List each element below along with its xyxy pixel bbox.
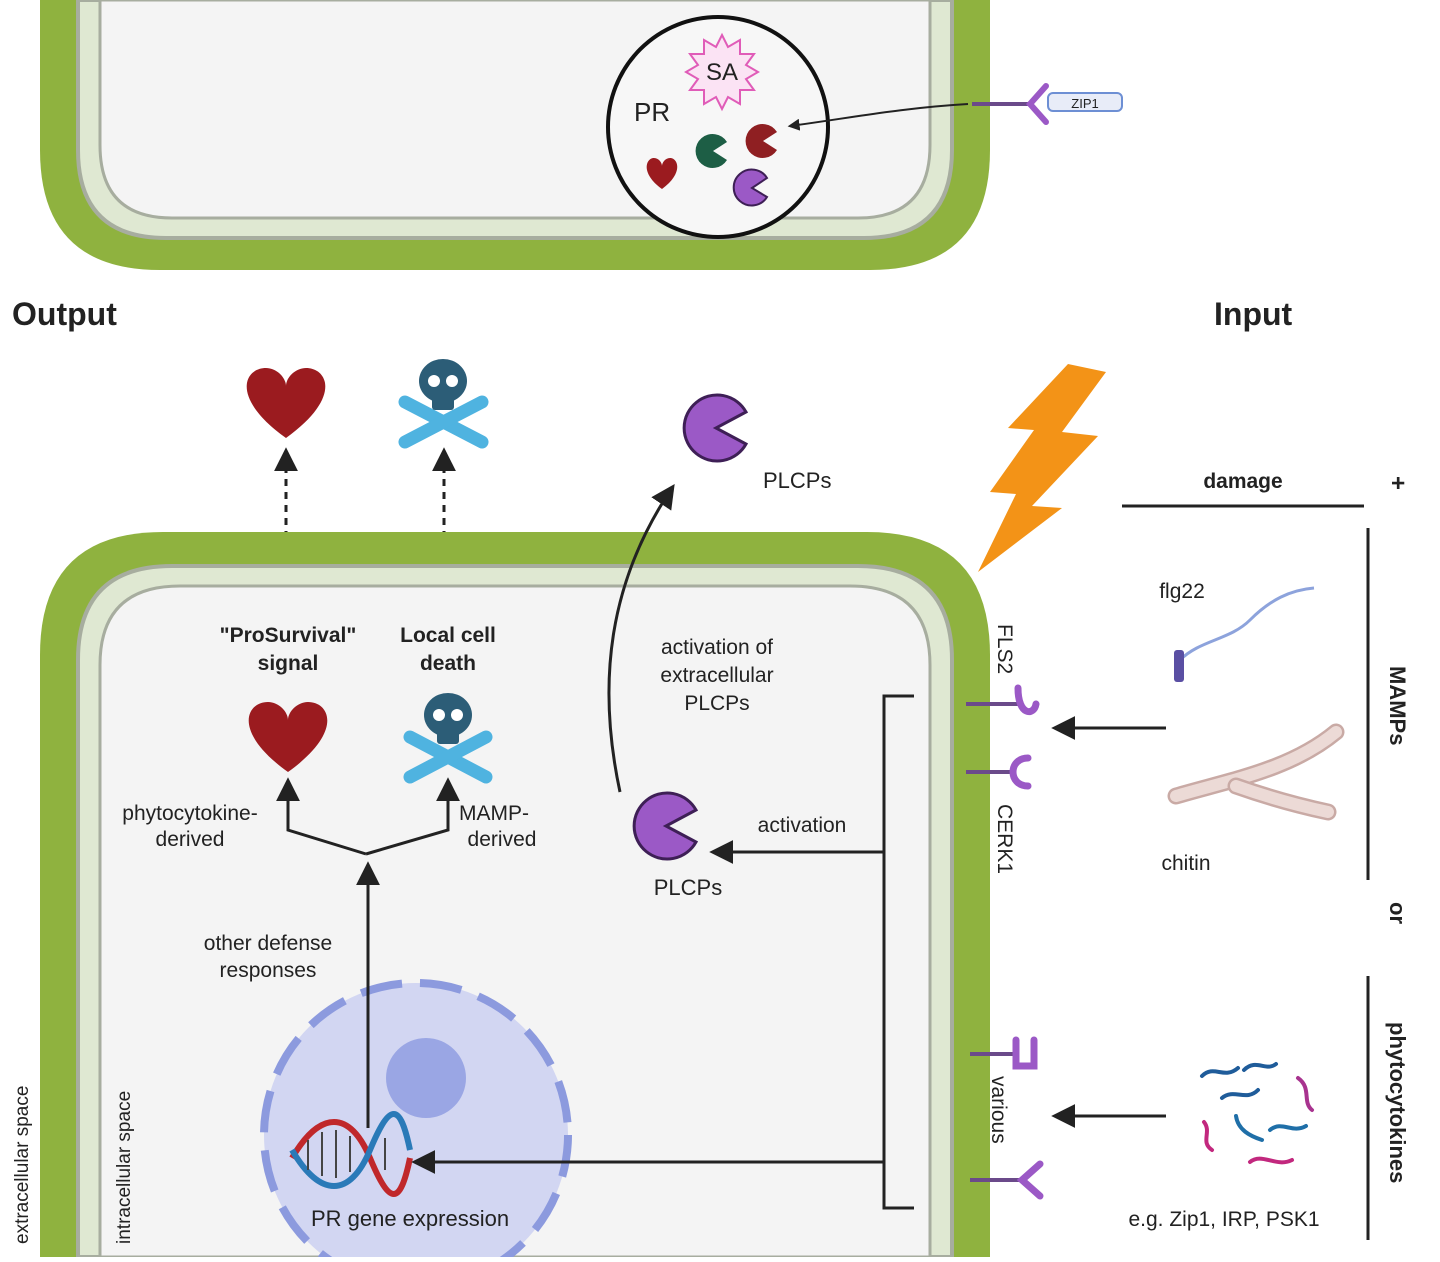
sa-label: SA <box>706 59 738 86</box>
mamp-derived-label-line1: MAMP- <box>459 802 529 825</box>
top-plcp-red-icon <box>745 123 777 158</box>
zip1-tag <box>1047 92 1123 112</box>
cerk1-receptor-icon <box>1009 754 1032 790</box>
cerk1-label: CERK1 <box>993 804 1016 874</box>
prosurvival-label-line2: signal <box>258 652 319 675</box>
output-header: Output <box>12 296 117 332</box>
chitin-label: chitin <box>1161 852 1210 875</box>
phytocytokine-peptides-icon <box>1200 1062 1314 1165</box>
damage-lightning-icon <box>978 364 1106 572</box>
mamp-derived-label-line2: derived <box>468 828 537 851</box>
pr-label: PR <box>634 97 670 127</box>
pr-gene-expression-label: PR gene expression <box>311 1206 509 1231</box>
various-receptor-top-icon <box>1012 1036 1038 1070</box>
fork-to-mamp-arrow <box>365 777 460 856</box>
intracellular-plcp-label: PLCPs <box>654 875 722 900</box>
flg22-label: flg22 <box>1159 580 1205 603</box>
chitin-hyphae-icon <box>1167 723 1345 821</box>
intracellular-plcp-icon <box>632 791 699 861</box>
receptor-bracket <box>882 694 914 1210</box>
zip1-label: ZIP1 <box>1071 96 1098 111</box>
phytocytokine-derived-label-line2: derived <box>156 828 225 851</box>
celldeath-output-skull-icon <box>398 359 489 449</box>
activation-ext-label-line2: extracellular <box>660 664 773 687</box>
top-cell: SA PR ZIP1 <box>40 0 1123 270</box>
nucleolus <box>386 1038 466 1118</box>
top-plcp-green-icon <box>695 134 727 168</box>
phytocytokine-examples-label: e.g. Zip1, IRP, PSK1 <box>1128 1208 1319 1231</box>
mamps-label: MAMPs <box>1385 666 1410 745</box>
phytocytokine-derived-label-line1: phytocytokine- <box>122 802 257 825</box>
nucleus <box>260 979 572 1262</box>
fls2-receptor-icon <box>1014 684 1040 716</box>
input-header: Input <box>1214 296 1293 332</box>
plus-label: + <box>1384 476 1411 490</box>
zip1-receptor-icon <box>1025 83 1049 125</box>
fls2-label: FLS2 <box>993 624 1016 674</box>
activation-label: activation <box>758 814 847 837</box>
zip1-to-vesicle-arrow <box>787 103 969 131</box>
activation-ext-label-line1: activation of <box>661 636 773 659</box>
celldeath-label-line1: Local cell <box>400 624 496 647</box>
extracellular-plcp-icon <box>682 393 749 463</box>
damage-label: damage <box>1203 470 1282 493</box>
top-heart-icon <box>646 158 678 189</box>
extracellular-space-label: extracellular space <box>12 1086 33 1244</box>
intracellular-space-label: intracellular space <box>114 1091 135 1244</box>
dna-icon <box>289 1111 413 1197</box>
activation-ext-label-line3: PLCPs <box>684 692 749 715</box>
mamp-derived-skull-icon <box>403 693 493 784</box>
phytocytokines-label: phytocytokines <box>1385 1022 1410 1183</box>
other-defense-label-line1: other defense <box>204 932 332 955</box>
various-label: various <box>987 1076 1010 1144</box>
plcp-export-arrow <box>607 484 675 793</box>
other-defense-label-line2: responses <box>220 959 317 982</box>
top-plcp-purple-icon <box>732 168 769 207</box>
sa-star-icon <box>684 32 760 112</box>
prosurvival-output-heart-icon <box>246 368 326 438</box>
phytocytokine-derived-heart-icon <box>248 702 328 772</box>
various-receptor-bottom-icon <box>1016 1160 1044 1200</box>
fork-to-phyto-arrow <box>276 777 367 856</box>
or-label: or <box>1385 902 1410 924</box>
celldeath-label-line2: death <box>420 652 476 675</box>
prosurvival-label-line1: "ProSurvival" <box>220 624 357 647</box>
extracellular-plcp-label: PLCPs <box>763 468 831 493</box>
flg22-flagellin-icon <box>1174 586 1315 682</box>
